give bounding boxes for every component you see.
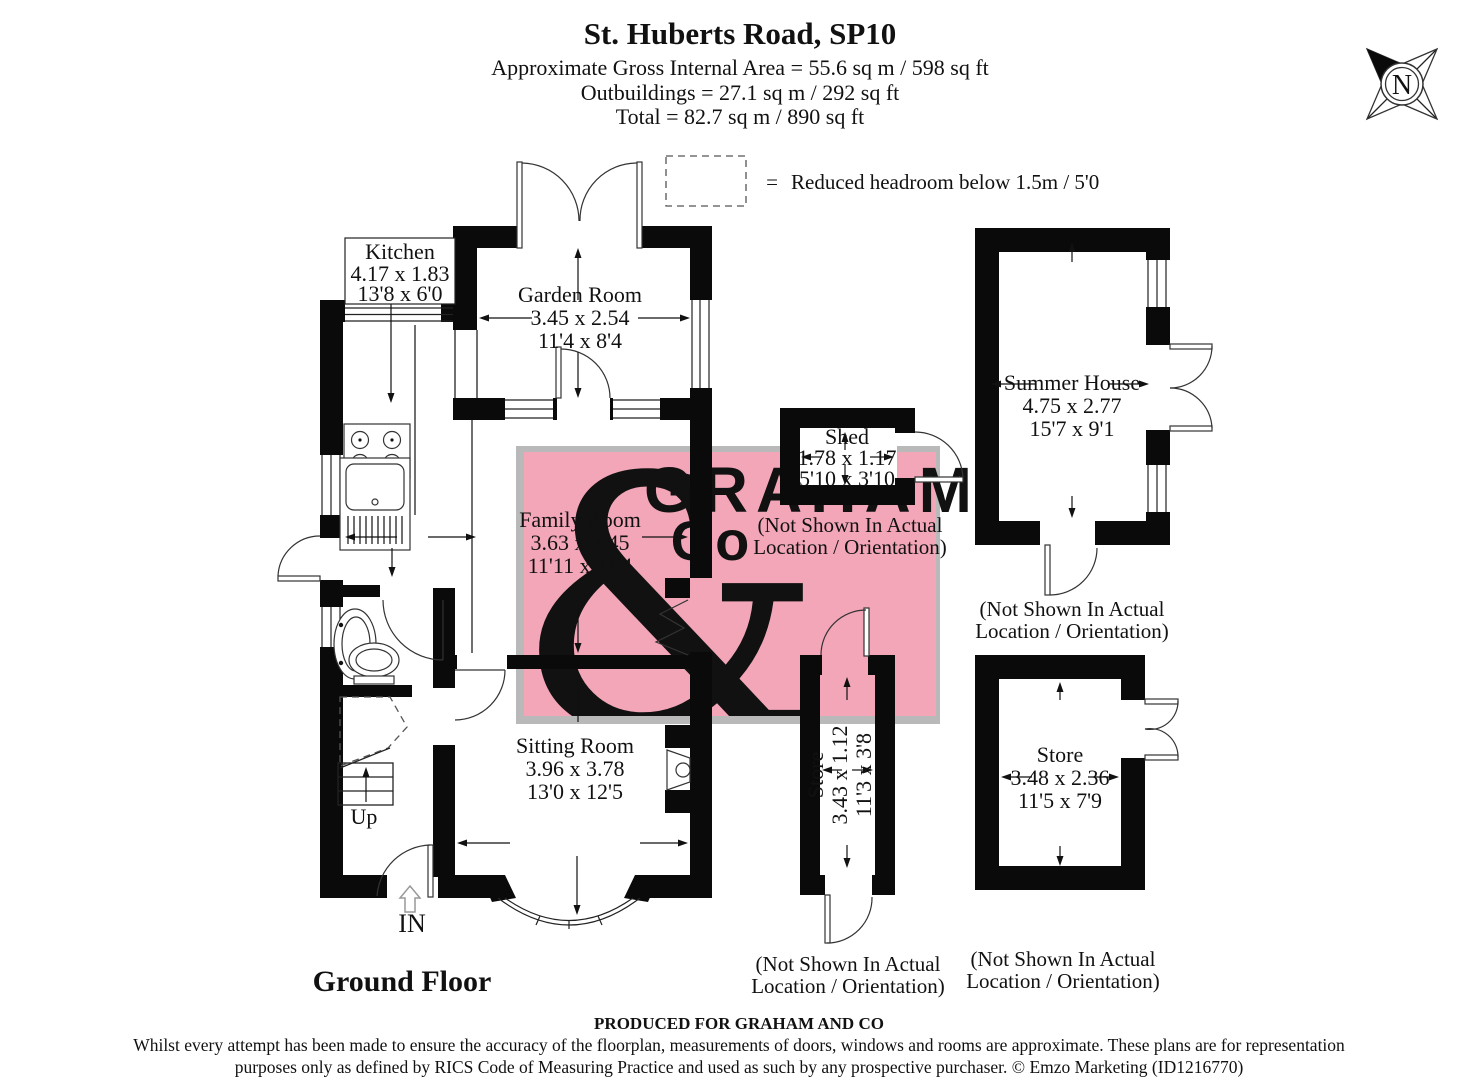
- legend: = Reduced headroom below 1.5m / 5'0: [665, 155, 1099, 207]
- garden-room-imperial: 11'4 x 8'4: [538, 328, 622, 353]
- sitting-room-metric: 3.96 x 3.78: [526, 756, 625, 781]
- kitchen-imperial: 13'8 x 6'0: [358, 281, 443, 306]
- compass-icon: N: [1365, 47, 1439, 121]
- shed-name: Shed: [825, 424, 869, 449]
- wc-fixtures: [333, 608, 400, 685]
- footer-disclaimer-2: purposes only as defined by RICS Code of…: [235, 1057, 1244, 1077]
- sitting-room-name: Sitting Room: [516, 733, 634, 758]
- store-small-name: Store: [803, 752, 828, 798]
- header-total-line: Total = 82.7 sq m / 890 sq ft: [616, 104, 865, 129]
- kitchen-fixtures: [339, 325, 478, 653]
- family-room-name: Family Room: [519, 507, 641, 532]
- floor-label: Ground Floor: [313, 965, 492, 998]
- toilet-icon: [348, 642, 400, 685]
- store-large-not-shown-1: (Not Shown In Actual: [971, 947, 1156, 971]
- summer-house-imperial: 15'7 x 9'1: [1030, 416, 1115, 441]
- stairs: [337, 762, 394, 806]
- summer-house-not-shown-2: Location / Orientation): [975, 619, 1169, 643]
- shed-not-shown-1: (Not Shown In Actual: [758, 513, 943, 537]
- dimension-arrows: [345, 248, 690, 915]
- store-large-imperial: 11'5 x 7'9: [1018, 788, 1102, 813]
- store-large-outbuilding: Store 3.48 x 2.36 11'5 x 7'9 (Not Shown …: [966, 655, 1179, 993]
- header-outbuildings-line: Outbuildings = 27.1 sq m / 292 sq ft: [581, 80, 900, 105]
- store-small-metric: 3.43 x 1.12: [827, 726, 852, 825]
- store-small-outbuilding: Store 3.43 x 1.12 11'3 x 3'8 (Not Shown …: [751, 607, 945, 998]
- main-house-walls: [320, 226, 712, 898]
- entrance-label: IN: [398, 909, 426, 938]
- shed-outbuilding: Shed 1.78 x 1.17 5'10 x 3'10 (Not Shown …: [753, 408, 964, 559]
- reduced-headroom-swatch: [665, 155, 747, 207]
- store-small-not-shown-1: (Not Shown In Actual: [756, 952, 941, 976]
- shed-metric: 1.78 x 1.17: [798, 445, 897, 470]
- family-room-imperial: 11'11 x 11'4: [528, 553, 632, 578]
- fireplace-icon: [666, 749, 691, 791]
- shed-imperial: 5'10 x 3'10: [799, 466, 895, 491]
- reduced-headroom-area: [339, 696, 408, 769]
- shed-not-shown-2: Location / Orientation): [753, 535, 947, 559]
- footer-produced: PRODUCED FOR GRAHAM AND CO: [594, 1014, 884, 1033]
- summer-house-name: Summer House: [1004, 370, 1140, 395]
- summer-house-outbuilding: Summer House 4.75 x 2.77 15'7 x 9'1 (Not…: [975, 228, 1213, 643]
- summer-house-metric: 4.75 x 2.77: [1023, 393, 1122, 418]
- doors: [277, 161, 689, 898]
- footer-disclaimer-1: Whilst every attempt has been made to en…: [133, 1035, 1345, 1055]
- room-labels: Garden Room 3.45 x 2.54 11'4 x 8'4 Famil…: [516, 282, 642, 804]
- page-title: St. Huberts Road, SP10: [584, 16, 897, 51]
- store-large-metric: 3.48 x 2.36: [1011, 765, 1110, 790]
- sitting-room-imperial: 13'0 x 12'5: [527, 779, 623, 804]
- store-large-not-shown-2: Location / Orientation): [966, 969, 1160, 993]
- summer-house-not-shown-1: (Not Shown In Actual: [980, 597, 1165, 621]
- garden-room-name: Garden Room: [518, 282, 642, 307]
- footer: PRODUCED FOR GRAHAM AND CO Whilst every …: [133, 1014, 1345, 1077]
- kitchen-name: Kitchen: [365, 239, 435, 264]
- family-room-metric: 3.63 x 3.45: [531, 530, 630, 555]
- kitchen-label: Kitchen 4.17 x 1.83 13'8 x 6'0: [344, 237, 456, 306]
- compass-north-label: N: [1392, 70, 1412, 101]
- garden-room-metric: 3.45 x 2.54: [531, 305, 630, 330]
- legend-text: Reduced headroom below 1.5m / 5'0: [791, 170, 1099, 194]
- header-area-line: Approximate Gross Internal Area = 55.6 s…: [491, 55, 989, 80]
- store-small-imperial: 11'3 x 3'8: [851, 733, 876, 817]
- bay-window: [480, 875, 660, 929]
- entrance-arrow-icon: [398, 884, 422, 913]
- store-large-name: Store: [1037, 742, 1083, 767]
- kitchen-metric: 4.17 x 1.83: [351, 261, 450, 286]
- plan-annotations: Up IN Ground Floor: [313, 804, 492, 998]
- header: St. Huberts Road, SP10 Approximate Gross…: [491, 16, 989, 129]
- store-small-not-shown-2: Location / Orientation): [751, 974, 945, 998]
- legend-equals: =: [766, 170, 778, 194]
- up-label: Up: [351, 804, 378, 829]
